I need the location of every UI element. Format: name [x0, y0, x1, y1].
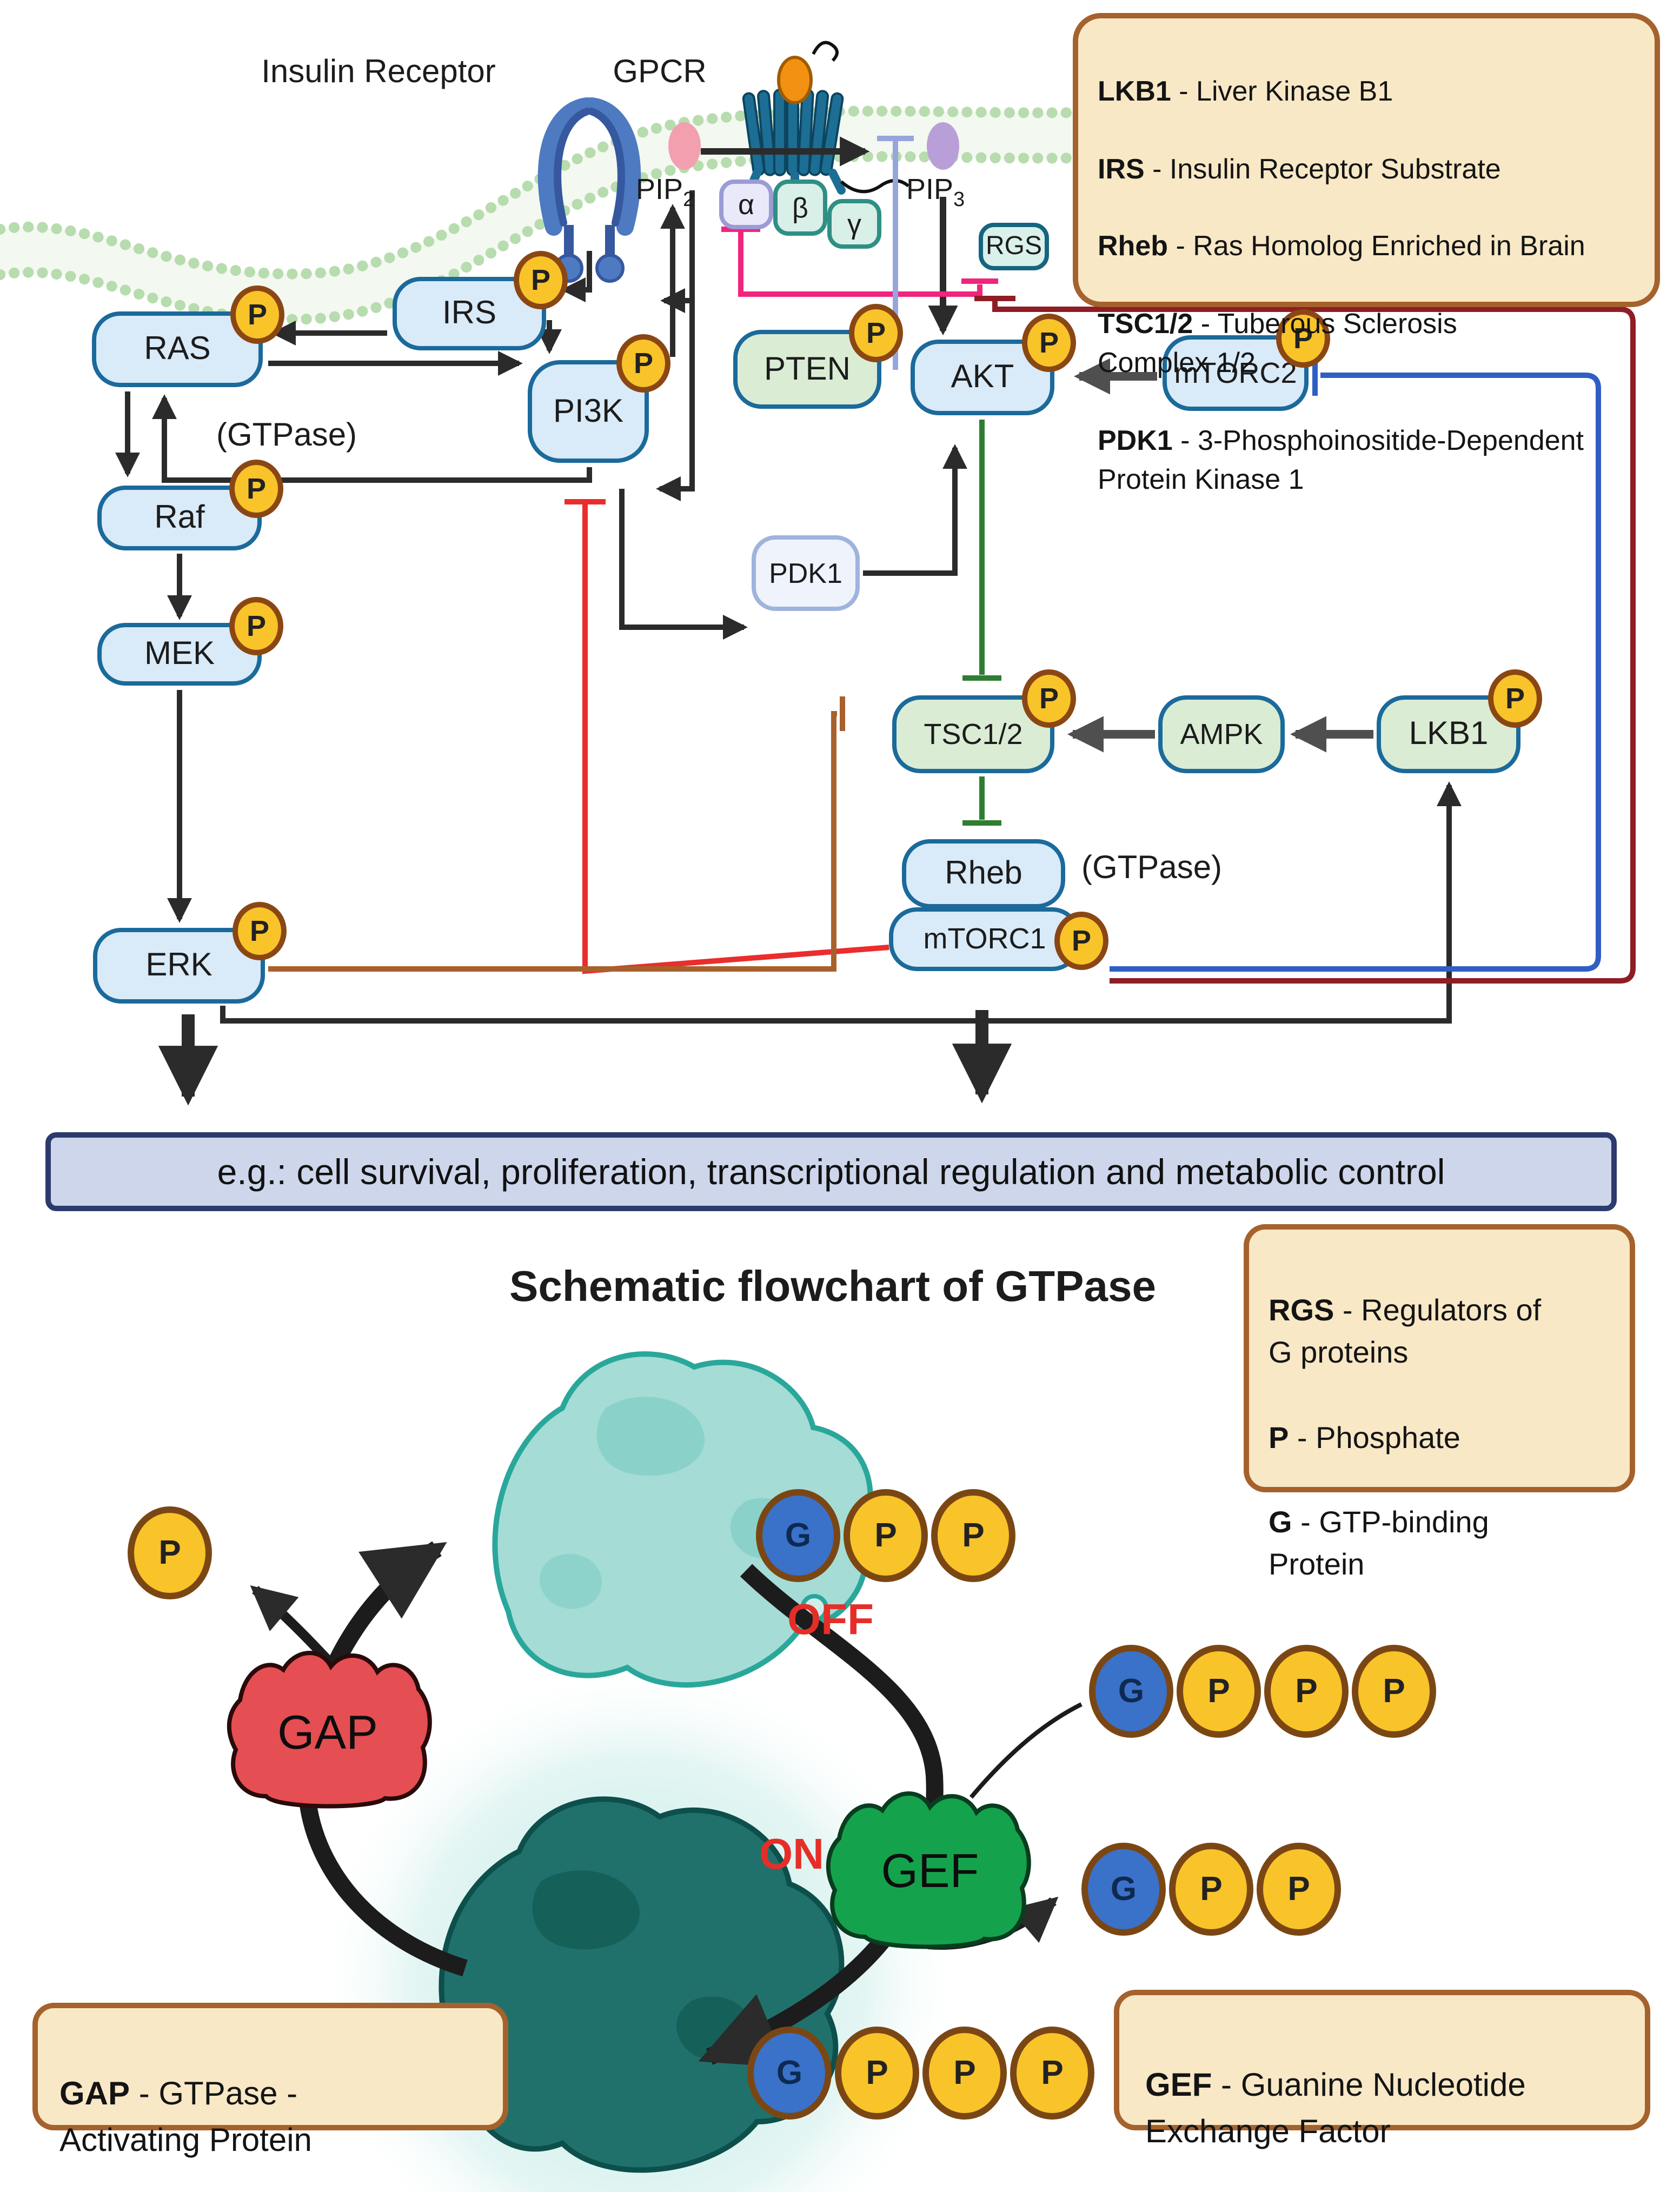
phosphate-badge: P — [229, 460, 283, 518]
phosphate-badge: P — [849, 304, 903, 362]
phosphate-circle: P — [931, 1489, 1015, 1582]
g-protein-circle: G — [1081, 1843, 1166, 1936]
legend-item: TSC1/2 - Tuberous Sclerosis Complex 1/2 — [1098, 307, 1457, 378]
gpcr-label: GPCR — [613, 54, 707, 90]
ras-gtpase-annotation: (GTPase) — [216, 417, 357, 453]
g-protein-circle: G — [747, 2027, 832, 2120]
green-inhibition-lines — [962, 420, 1001, 826]
gtp-molecule: G P P P — [1089, 1645, 1439, 1738]
pdk1-to-akt-arrow — [863, 444, 967, 576]
legend-item: P - Phosphate — [1269, 1420, 1460, 1454]
rheb-gtpase-annotation: (GTPase) — [1081, 850, 1223, 886]
pip3-to-pi3k-arrow — [656, 190, 695, 501]
gap-blob — [227, 1651, 432, 1809]
phosphate-badge: P — [616, 334, 670, 393]
node-rgs: RGS — [979, 223, 1049, 270]
legend-item: PDK1 - 3-Phosphoinositide-Dependent Prot… — [1098, 423, 1584, 495]
released-phosphate-circle: P — [128, 1506, 212, 1599]
off-state-label: OFF — [787, 1596, 874, 1644]
phosphate-circle: P — [922, 2027, 1007, 2120]
mtorc1-inhibits-rgs-line — [992, 301, 1636, 984]
phosphate-circle: P — [1169, 1843, 1253, 1936]
phosphate-circle: P — [1352, 1645, 1436, 1738]
pip2-label: PIP2 — [636, 173, 695, 211]
phosphate-circle: P — [1257, 1843, 1341, 1936]
outcome-banner: e.g.: cell survival, proliferation, tran… — [45, 1132, 1617, 1211]
gdp-molecule: G P P — [1081, 1843, 1344, 1936]
node-g-alpha: α — [719, 180, 773, 229]
erk-inhibits-tsc-line — [268, 711, 837, 972]
flowchart-title: Schematic flowchart of GTPase — [509, 1263, 1156, 1311]
gtp-binding-line — [969, 1702, 1083, 1799]
phosphate-badge: P — [1022, 314, 1076, 372]
node-rheb: Rheb — [902, 839, 1065, 908]
gray-arrows — [1067, 358, 1373, 753]
g-protein-circle: G — [1089, 1645, 1173, 1738]
pip2-lipid-icon — [668, 122, 701, 170]
node-pdk1: PDK1 — [752, 535, 860, 611]
gtpase-on-complex: G P P P — [747, 2027, 1098, 2120]
g-protein-circle: G — [756, 1489, 840, 1582]
erk-to-lkb1-arrow — [220, 781, 1462, 1024]
mtorc1-inhibits-mtorc2-line — [1110, 373, 1601, 972]
phosphate-circle: P — [1177, 1645, 1261, 1738]
brown-inhibition-line — [268, 696, 845, 972]
legend-item: Rheb - Ras Homolog Enriched in Brain — [1098, 229, 1585, 262]
on-state-label: ON — [759, 1831, 824, 1878]
node-g-beta: β — [773, 180, 827, 236]
legend-gap: GAP - GTPase - Activating Protein — [32, 2003, 508, 2158]
gap-blob-label: GAP — [277, 1706, 378, 1759]
pip3-label: PIP3 — [906, 173, 965, 211]
phosphate-badge: P — [229, 597, 283, 655]
gtpase-off-complex: G P P — [756, 1489, 1019, 1582]
phosphate-circle: P — [835, 2027, 919, 2120]
gef-blob — [826, 1791, 1031, 1949]
node-ampk: AMPK — [1158, 695, 1285, 773]
phosphate-badge: P — [233, 902, 287, 960]
black-arrows — [115, 136, 1462, 1106]
legend-rgs: RGS - Regulators of G proteins P - Phosp… — [1244, 1224, 1635, 1582]
legend-item: RGS - Regulators of G proteins — [1269, 1293, 1542, 1370]
node-g-gamma: γ — [827, 199, 881, 249]
phosphate-badge: P — [230, 285, 284, 344]
phosphate-badge: P — [1022, 669, 1076, 728]
phosphate-badge: P — [1054, 912, 1108, 970]
receptor-to-irs-arrow — [561, 251, 592, 302]
legend-item: G - GTP-binding Protein — [1269, 1505, 1489, 1582]
legend-gef: GEF - Guanine Nucleotide Exchange Factor — [1114, 1990, 1650, 2150]
phosphate-circle: P — [844, 1489, 928, 1582]
phosphate-circle: P — [1264, 1645, 1349, 1738]
pip3-lipid-icon — [927, 122, 959, 170]
pi3k-to-pdk1-arrow — [619, 489, 748, 640]
gef-exchange-arrow — [698, 1564, 944, 2068]
darkred-inhibition-line — [974, 296, 1636, 984]
legend-item: IRS - Insulin Receptor Substrate — [1098, 152, 1501, 185]
phosphate-badge: P — [1276, 309, 1330, 368]
ligand-icon — [777, 56, 813, 104]
gtpase-cycle-arrow — [152, 394, 592, 483]
insulin-receptor-label: Insulin Receptor — [261, 54, 496, 90]
legend-abbreviations: LKB1 - Liver Kinase B1 IRS - Insulin Rec… — [1073, 13, 1660, 495]
pink-inhibition-line — [721, 227, 998, 297]
phosphate-badge: P — [1488, 669, 1542, 728]
akt-inhibits-gpcr-line — [738, 231, 982, 297]
phosphate-badge: P — [514, 251, 568, 309]
legend-item: LKB1 - Liver Kinase B1 — [1098, 74, 1393, 107]
gef-blob-label: GEF — [881, 1845, 979, 1898]
phosphate-circle: P — [1010, 2027, 1094, 2120]
cell-membrane-icon — [0, 105, 1087, 325]
